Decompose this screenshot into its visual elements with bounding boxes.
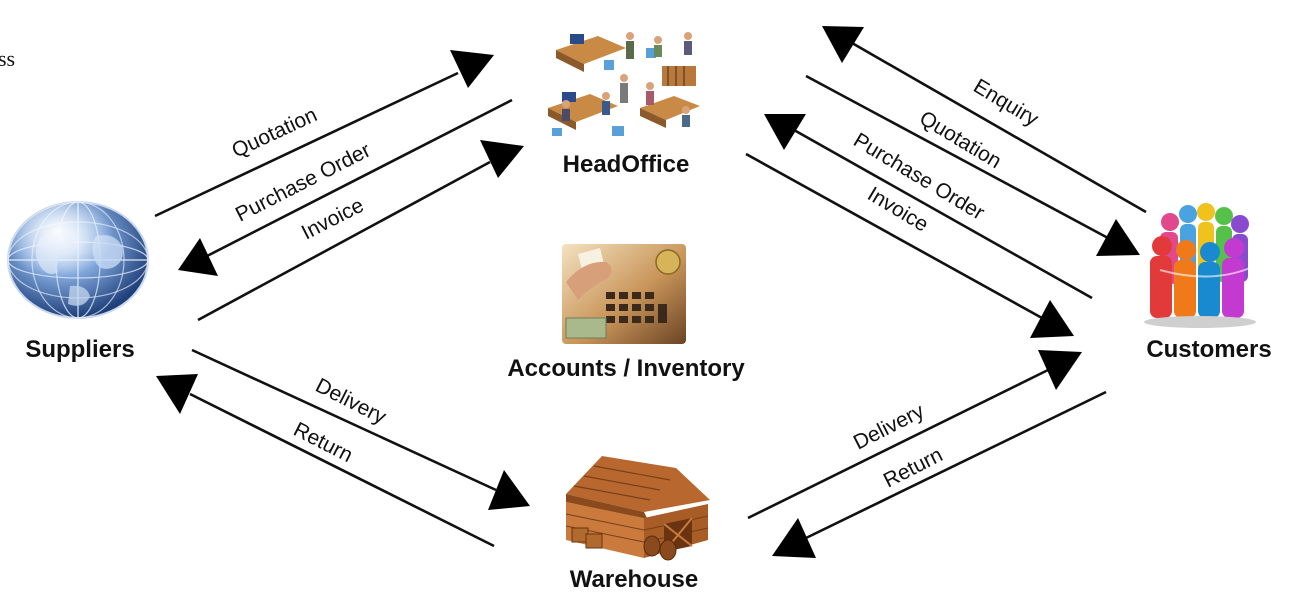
node-label-headoffice: HeadOffice <box>563 151 690 178</box>
arrowhead-delivery-customers <box>1038 350 1082 390</box>
arrow-purchase-order-to-headoffice <box>793 128 1093 300</box>
arrowhead-invoice <box>480 140 524 178</box>
arrowhead-purchase-order-headoffice <box>764 114 806 150</box>
people-circle-icon <box>1144 203 1256 328</box>
arrowhead-delivery-warehouse <box>488 470 530 510</box>
node-label-customers: Customers <box>1146 336 1271 363</box>
arrow-invoice-to-customers <box>745 152 1043 320</box>
arrow-invoice-to-headoffice <box>197 160 491 322</box>
node-label-warehouse: Warehouse <box>570 566 698 593</box>
arrowhead-invoice-customers <box>1030 300 1074 338</box>
label-enquiry-customers: Enquiry <box>969 75 1042 132</box>
label-invoice-suppliers: Invoice <box>298 194 368 245</box>
arrow-purchase-order-to-suppliers <box>206 98 513 258</box>
stray-text: ss <box>0 46 15 71</box>
node-label-suppliers: Suppliers <box>25 336 134 363</box>
arrow-quotation-to-customers <box>805 74 1109 240</box>
arrowhead-return-suppliers <box>156 374 198 414</box>
globe-icon <box>7 201 149 319</box>
label-quotation-customers: Quotation <box>915 107 1005 174</box>
arrowhead-enquiry <box>822 26 864 63</box>
warehouse-barn-icon <box>565 456 710 561</box>
arrow-quotation-to-headoffice <box>154 71 459 218</box>
accounting-calculator-icon <box>562 244 686 344</box>
arrowhead-return-warehouse <box>772 518 816 558</box>
node-label-accounts: Accounts / Inventory <box>507 355 745 382</box>
arrowhead-quotation-customers <box>1096 219 1140 256</box>
label-delivery-customers: Delivery <box>850 399 928 454</box>
arrowhead-purchase-order <box>178 238 218 276</box>
arrowhead-quotation <box>450 50 494 88</box>
arrow-return-to-warehouse <box>805 390 1107 540</box>
arrow-delivery-to-customers <box>747 368 1049 520</box>
arrow-enquiry-to-headoffice <box>851 41 1147 214</box>
arrow-delivery-to-warehouse <box>191 348 497 492</box>
label-quotation-suppliers: Quotation <box>228 103 320 162</box>
office-people-icon <box>548 32 700 136</box>
label-delivery-suppliers: Delivery <box>312 374 390 429</box>
arrow-return-to-suppliers <box>189 392 495 548</box>
